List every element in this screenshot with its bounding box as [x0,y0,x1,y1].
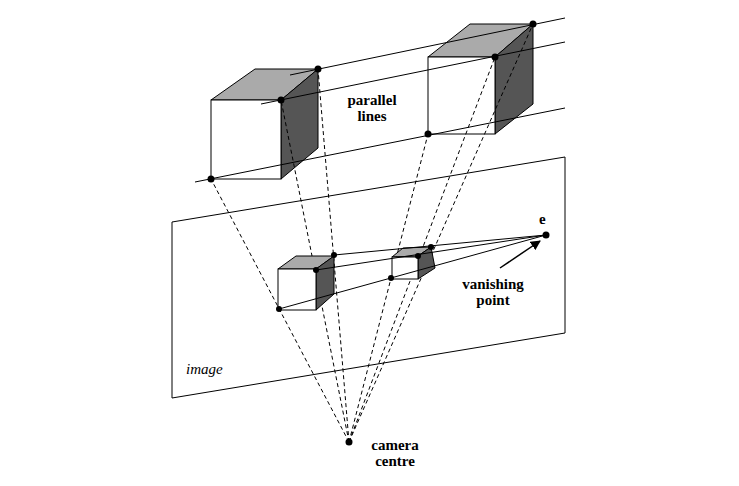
image-plane-label: image [184,361,225,377]
camera-centre-label: camera centre [362,437,428,469]
parallel-lines-label: parallel lines [340,92,404,124]
vanishing-point-letter: e [537,211,548,227]
vanishing-point-label: vanishing point [446,276,540,308]
